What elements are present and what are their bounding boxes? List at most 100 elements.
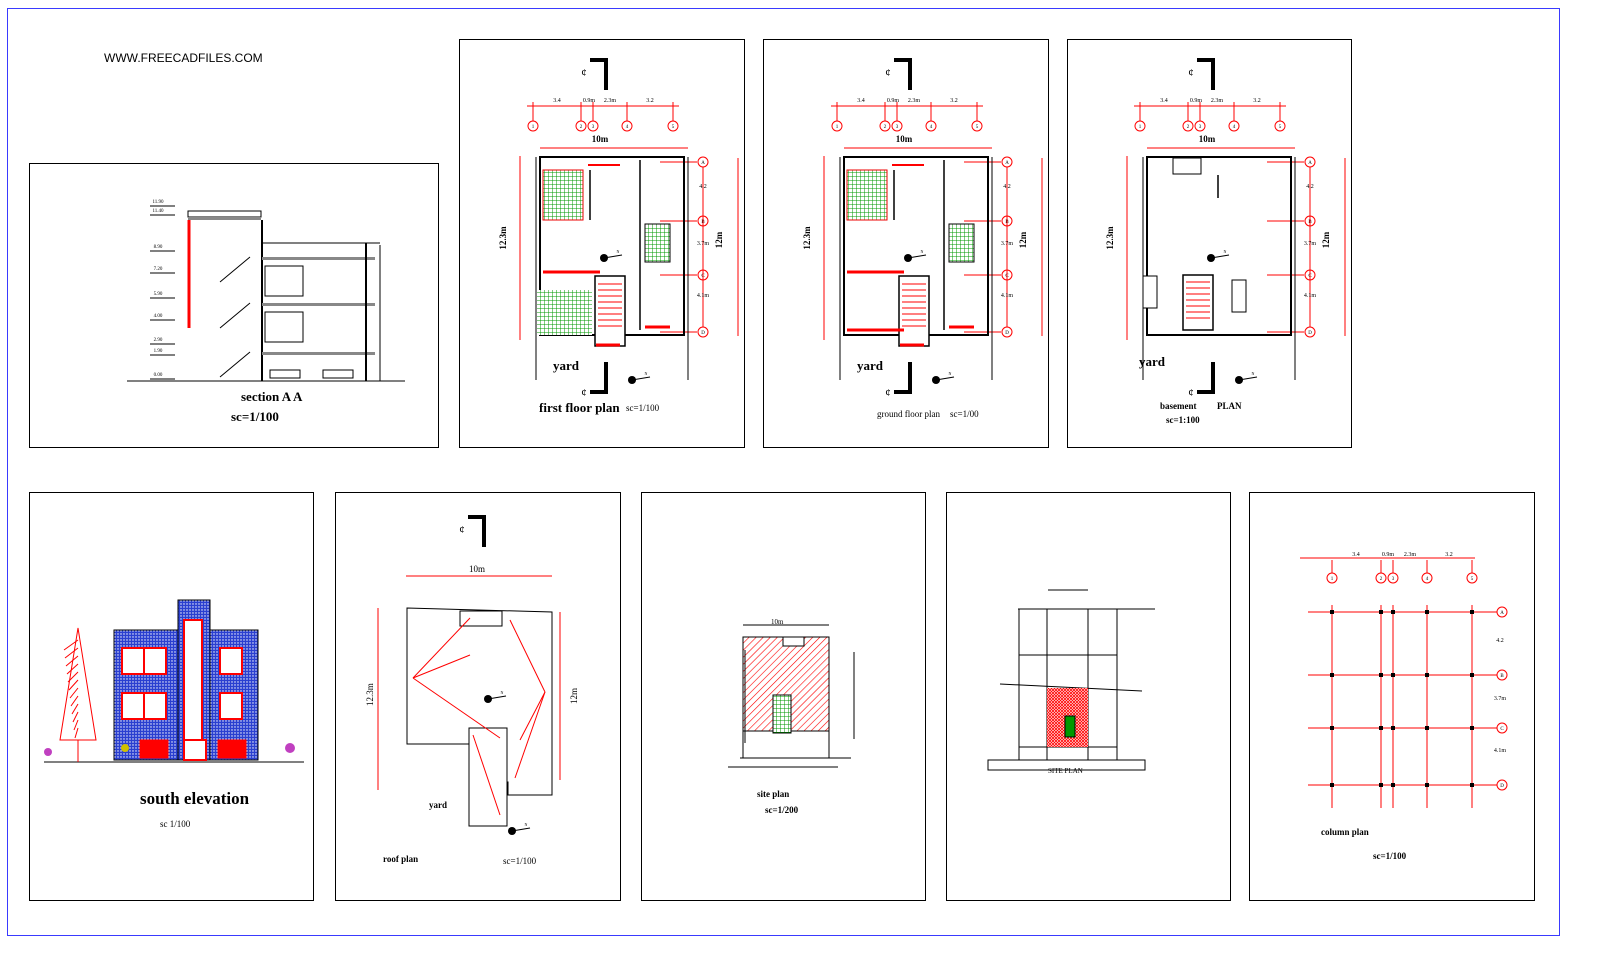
stair-roof xyxy=(468,727,508,827)
basement-title: basement xyxy=(1160,401,1197,411)
stair-footprint xyxy=(1064,715,1076,738)
north-arrow-line xyxy=(603,254,623,259)
plot-line xyxy=(999,683,1143,692)
person-icon xyxy=(44,748,52,756)
yard-green xyxy=(537,290,592,335)
north-arrow-line xyxy=(631,376,651,381)
axis-spacing-label: 2.3m xyxy=(604,98,617,104)
row-spacing-label: 3.7m xyxy=(1304,241,1317,247)
staircase xyxy=(594,275,626,347)
column-marker xyxy=(1379,783,1383,787)
stair-footprint xyxy=(772,694,792,734)
row-axis-bubble xyxy=(1496,669,1508,681)
ground-floor-title: ground floor plan xyxy=(877,409,940,419)
roof-slope-line xyxy=(514,691,546,779)
watermark: WWW.FREECADFILES.COM xyxy=(104,51,263,65)
ramp xyxy=(1172,157,1202,175)
car-icon xyxy=(139,739,169,759)
section-cut-label: ¢ xyxy=(459,524,465,536)
window xyxy=(219,692,243,720)
row-axis-label: D xyxy=(1308,331,1312,336)
roof-slope-line xyxy=(472,734,501,816)
panel-basement[interactable] xyxy=(1067,39,1352,448)
axis-spacing-label: 2.3m xyxy=(1211,98,1224,104)
north-arrow-line xyxy=(487,695,507,700)
axis-bubble xyxy=(527,120,539,132)
axis-bubble xyxy=(1228,120,1240,132)
axis-bubble-label: 3 xyxy=(1199,125,1202,130)
window xyxy=(264,311,304,343)
column-marker xyxy=(1330,726,1334,730)
north-arrow-icon: N xyxy=(600,249,623,262)
length-left-label: 12.3m xyxy=(1105,226,1115,250)
axis-spacing-label: 3.2 xyxy=(646,98,654,104)
section-cut-label: ¢ xyxy=(1188,67,1194,79)
tree-branch xyxy=(73,719,79,731)
axis-spacing-label: 3.4 xyxy=(1352,552,1360,558)
row-axis-label: A xyxy=(1500,611,1504,616)
north-arrow-label: N xyxy=(949,371,952,376)
north-arrow-icon: N xyxy=(484,690,507,703)
roof-title: roof plan xyxy=(383,854,419,864)
row-axis-label: A xyxy=(1005,161,1009,166)
tree-icon xyxy=(59,627,97,741)
column-marker xyxy=(1330,783,1334,787)
row-spacing-label: 4.2 xyxy=(1003,184,1011,190)
axis-bubble-label: 5 xyxy=(1471,577,1474,582)
tree-branch xyxy=(66,663,79,675)
window xyxy=(143,647,167,675)
site-plan-2-title: SITE PLAN xyxy=(1048,767,1083,775)
roof-slope-line xyxy=(412,677,501,739)
section-cut-label: ¢ xyxy=(885,387,891,399)
row-spacing-label: 3.7m xyxy=(1001,241,1014,247)
column-marker xyxy=(1425,610,1429,614)
north-arrow-icon: N xyxy=(628,371,651,384)
site-plan-title: site plan xyxy=(757,789,790,799)
tree-branch xyxy=(72,711,79,723)
column-marker xyxy=(1470,783,1474,787)
roof-yard: yard xyxy=(429,800,447,810)
roof-slope-line xyxy=(412,617,471,679)
width-dimension-label: 10m xyxy=(592,134,609,144)
panel-first-floor[interactable] xyxy=(459,39,745,448)
window xyxy=(264,265,304,297)
axis-bubble-label: 4 xyxy=(626,125,629,130)
roof-opening xyxy=(782,636,805,647)
floor-slab xyxy=(262,257,375,260)
north-arrow-icon: N xyxy=(904,249,927,262)
panel-ground-floor[interactable] xyxy=(763,39,1049,448)
axis-bubble-label: 1 xyxy=(1139,125,1142,130)
ground-floor-scale: sc=1/00 xyxy=(950,409,979,419)
axis-spacing-label: 0.9m xyxy=(1190,98,1203,104)
north-arrow-icon: N xyxy=(1235,371,1258,384)
axis-bubble xyxy=(575,120,587,132)
floor-slab xyxy=(262,352,375,355)
axis-bubble-label: 4 xyxy=(930,125,933,130)
site-plan-scale: sc=1/200 xyxy=(765,805,799,815)
axis-spacing-label: 2.3m xyxy=(908,98,921,104)
north-arrow-icon: N xyxy=(932,371,955,384)
row-axis-bubble xyxy=(1496,779,1508,791)
axis-bubble-label: 2 xyxy=(580,125,583,130)
section-cut-label: ¢ xyxy=(581,387,587,399)
column-marker xyxy=(1470,673,1474,677)
tree-branch xyxy=(64,647,79,659)
axis-bubble xyxy=(925,120,937,132)
axis-spacing-label: 0.9m xyxy=(583,98,596,104)
window xyxy=(121,647,145,675)
panel-column-plan[interactable] xyxy=(1249,492,1535,901)
roof-outline xyxy=(406,607,553,796)
level-label: 11.90 xyxy=(152,200,164,205)
marker-bar xyxy=(590,58,608,62)
site-plan-2-drawing xyxy=(987,589,1155,771)
axis-bubble xyxy=(1194,120,1206,132)
axis-bubble xyxy=(621,120,633,132)
axis-bubble-label: 5 xyxy=(1279,125,1282,130)
length-right-label: 12m xyxy=(1321,231,1331,248)
row-axis-label: C xyxy=(1500,727,1504,732)
section-cut-marker: ¢ xyxy=(885,58,912,90)
axis-spacing-label: 3.2 xyxy=(950,98,958,104)
north-arrow-label: N xyxy=(1224,249,1227,254)
